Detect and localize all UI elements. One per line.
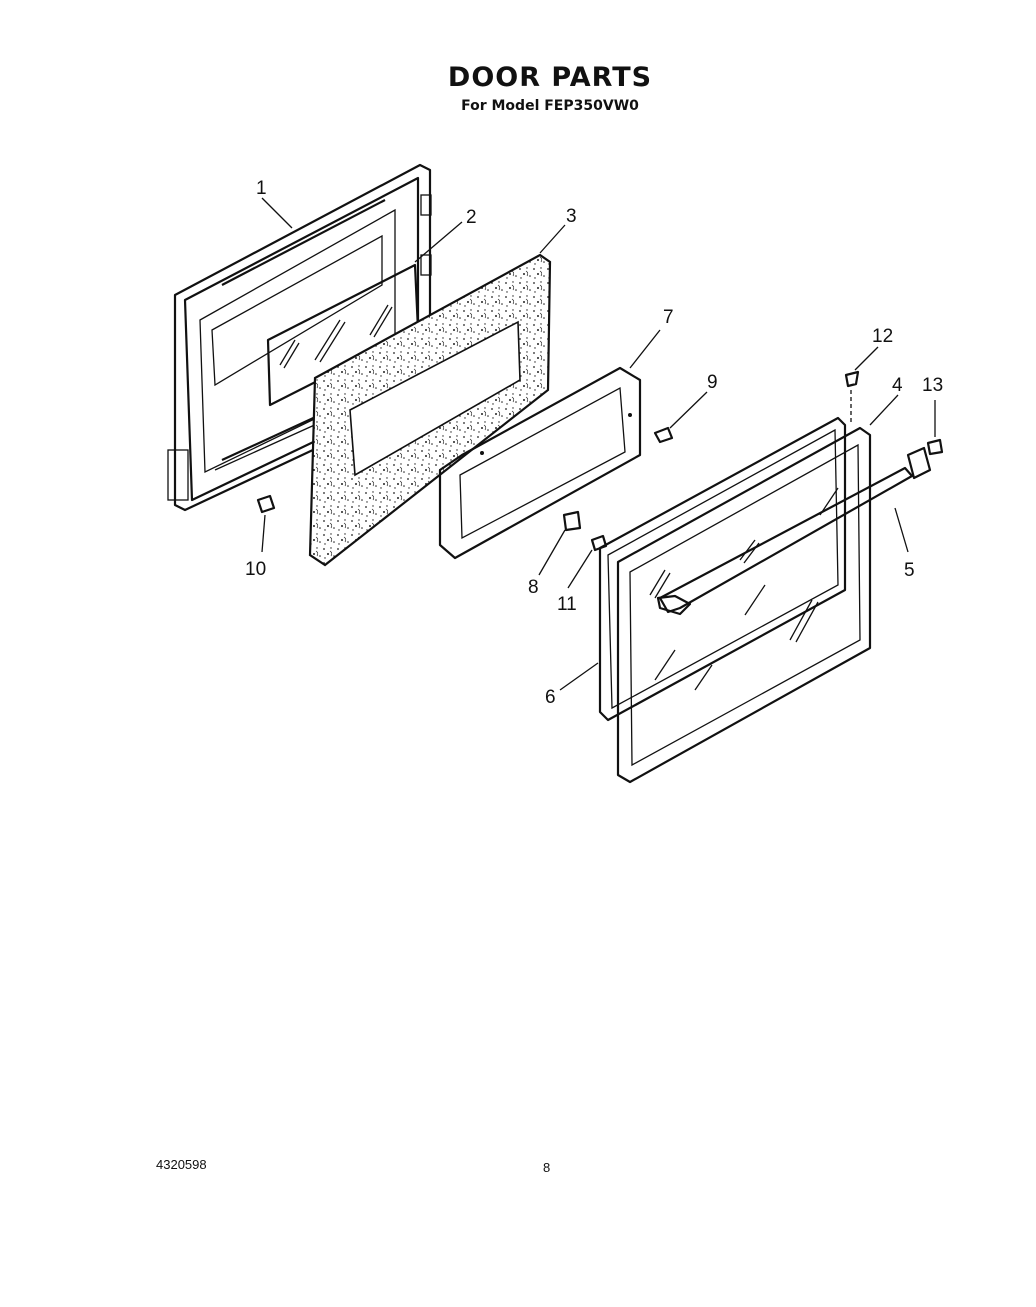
page-number: 8 [543, 1160, 551, 1175]
outer-door-glass [616, 426, 872, 784]
callout-8: 8 [528, 577, 539, 598]
callout-12: 12 [872, 326, 893, 347]
callout-2: 2 [466, 207, 477, 228]
callout-10: 10 [245, 559, 266, 580]
callout-11: 11 [557, 594, 577, 615]
model-subtitle: For Model FEP350VW0 [461, 98, 639, 114]
callout-4: 4 [892, 375, 903, 396]
callout-6: 6 [545, 687, 556, 708]
callout-leaders [261, 197, 936, 691]
callout-13: 13 [922, 375, 943, 396]
callout-5: 5 [904, 560, 915, 581]
page-title: DOOR PARTS [447, 62, 653, 93]
outer-glass-frame [598, 416, 847, 722]
door-handle [656, 446, 932, 616]
callout-1: 1 [256, 178, 267, 199]
insulation-panel [308, 253, 552, 567]
door-gasket-frame [438, 366, 642, 560]
callout-3: 3 [566, 206, 577, 227]
callout-7: 7 [663, 307, 674, 328]
callout-9: 9 [707, 372, 718, 393]
document-number: 4320598 [156, 1157, 207, 1172]
hardware-parts [256, 370, 944, 552]
